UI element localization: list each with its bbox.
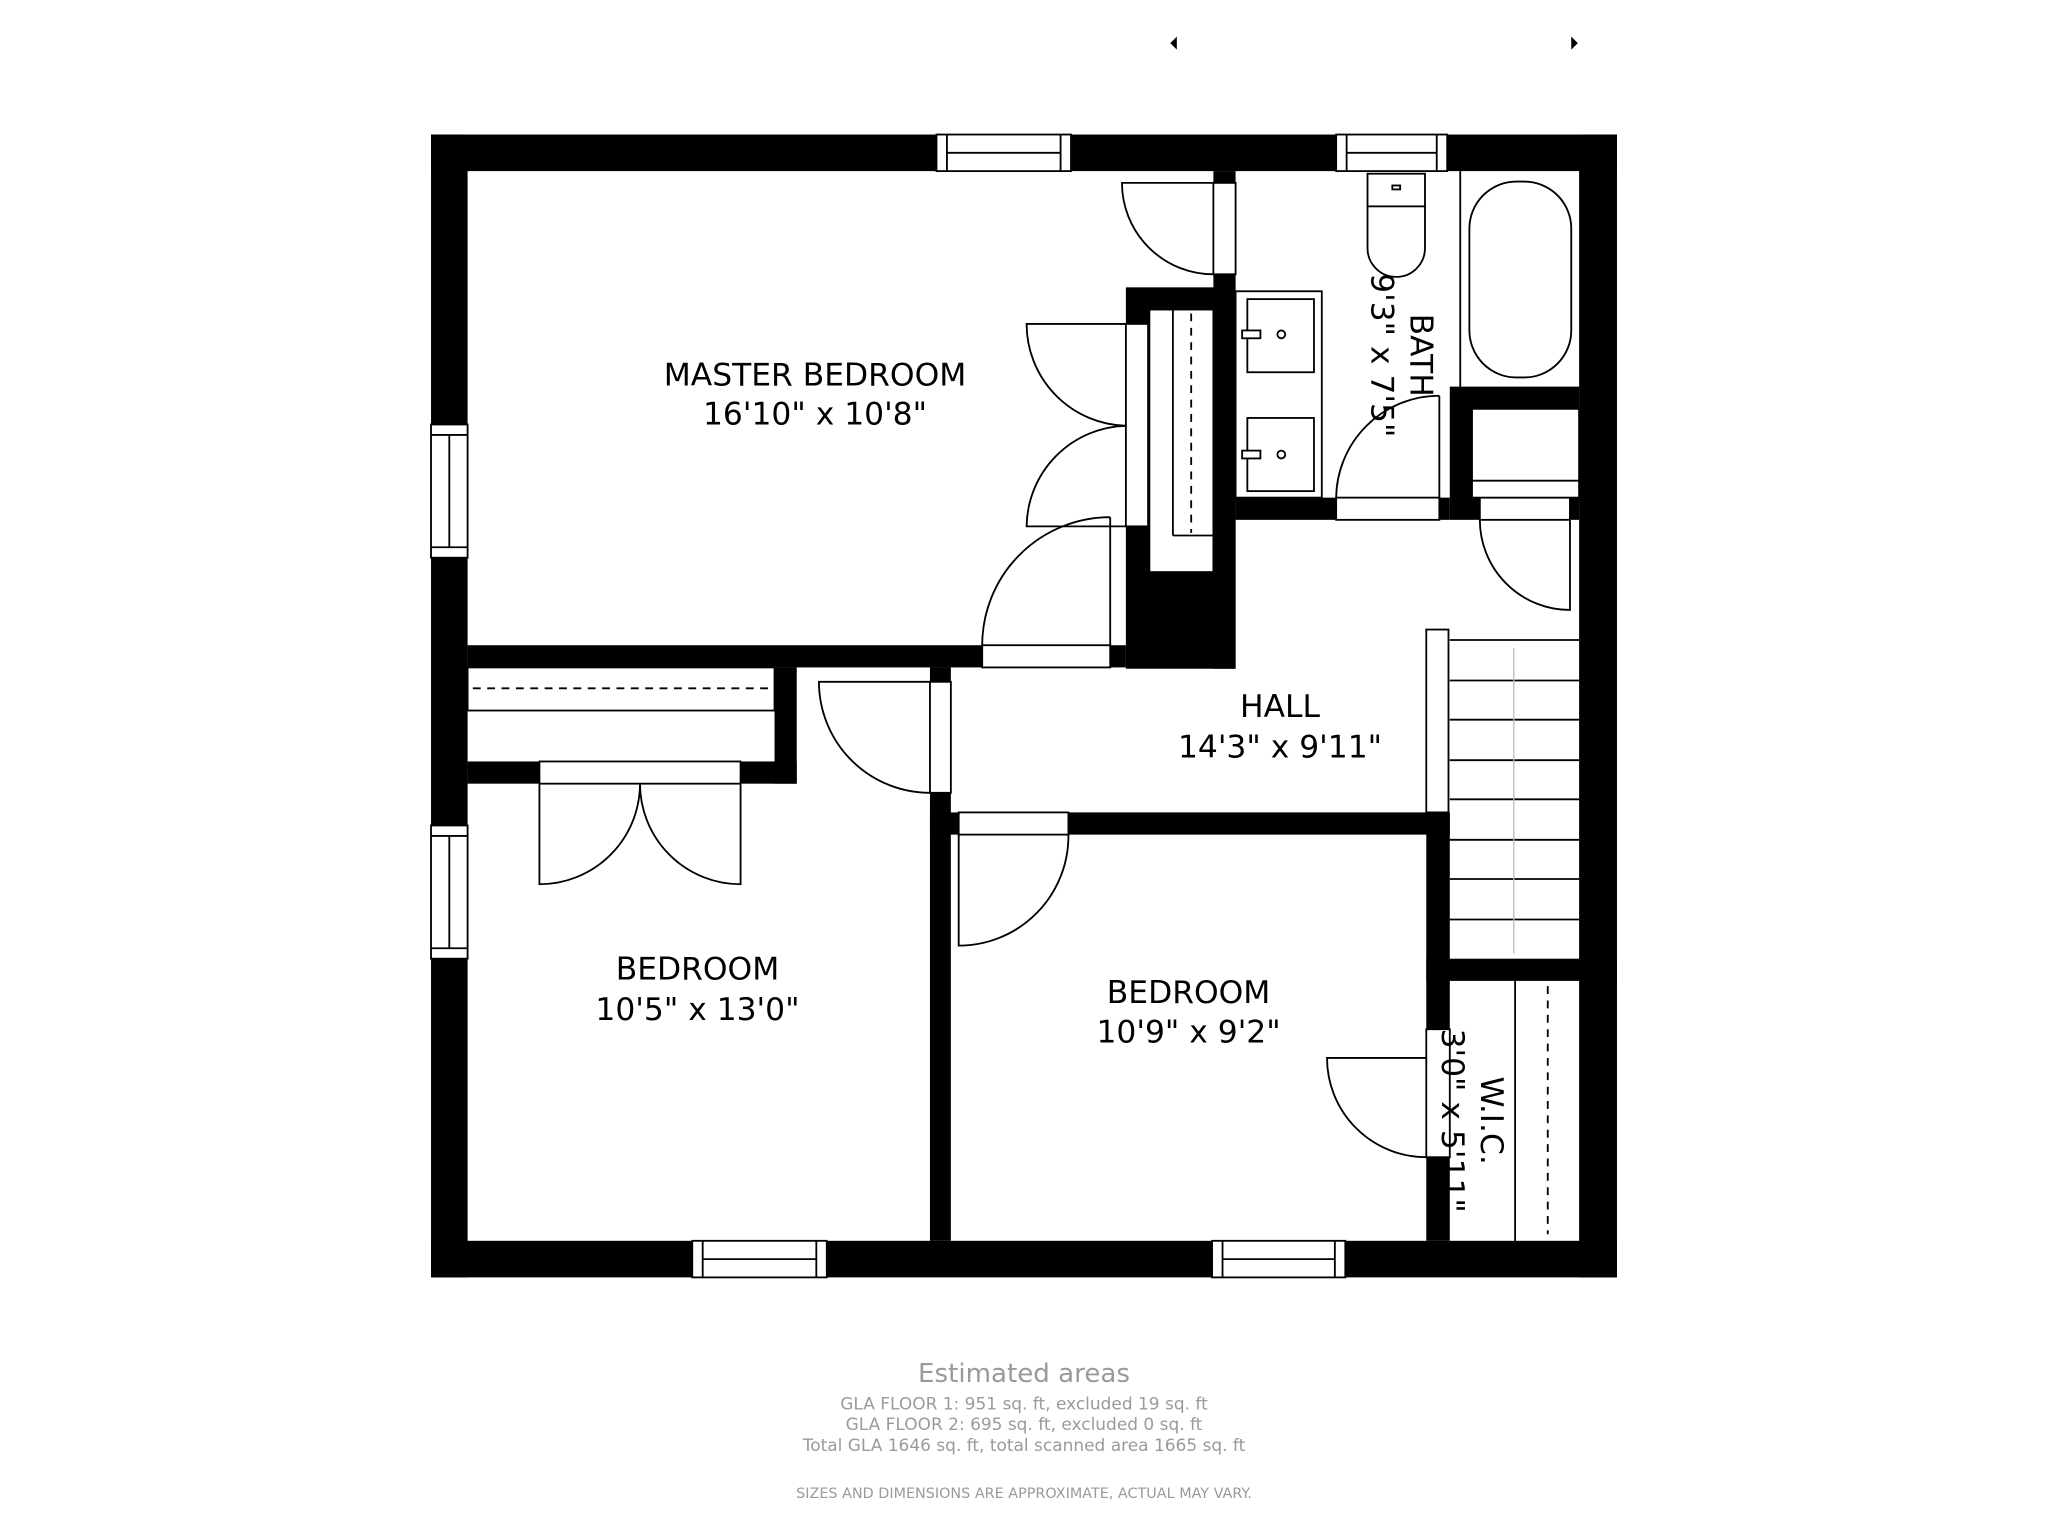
bathtub	[1468, 180, 1573, 379]
footer-line: GLA FLOOR 1: 951 sq. ft, excluded 19 sq.…	[840, 1394, 1208, 1414]
marker-right	[1571, 36, 1578, 50]
room-name-bedroom-left: BEDROOM	[616, 952, 780, 988]
doors	[538, 181, 1571, 1159]
room-dims-bedroom-right: 10'9" x 9'2"	[1096, 1014, 1280, 1050]
footer-line: GLA FLOOR 2: 695 sq. ft, excluded 0 sq. …	[846, 1415, 1203, 1435]
stairs	[1425, 628, 1580, 954]
room-dims-wic: 3'0" x 5'11"	[1434, 1029, 1470, 1213]
footer-disclaimer: SIZES AND DIMENSIONS ARE APPROXIMATE, AC…	[796, 1486, 1252, 1502]
footer-title: Estimated areas	[918, 1359, 1130, 1389]
room-name-wic: W.I.C.	[1473, 1076, 1509, 1164]
room-name-hall: HALL	[1240, 689, 1320, 725]
openings	[430, 133, 1581, 1279]
room-name-bath: BATH	[1403, 314, 1439, 397]
room-name-bedroom-right: BEDROOM	[1107, 975, 1271, 1011]
room-dims-bedroom-left: 10'5" x 13'0"	[595, 992, 799, 1028]
footer-line: Total GLA 1646 sq. ft, total scanned are…	[802, 1436, 1246, 1456]
room-name-master-bedroom: MASTER BEDROOM	[664, 357, 967, 393]
fixtures	[1234, 171, 1580, 1241]
room-dims-hall: 14'3" x 9'11"	[1178, 730, 1382, 766]
room-dims-bath: 9'3" x 7'5"	[1363, 273, 1399, 437]
room-dims-master-bedroom: 16'10" x 10'8"	[703, 396, 927, 432]
area-summary: Estimated areas GLA FLOOR 1: 951 sq. ft,…	[796, 1359, 1252, 1502]
marker-left	[1170, 36, 1177, 50]
toilet-bowl	[1366, 206, 1426, 278]
room-labels: MASTER BEDROOM 16'10" x 10'8" HALL 14'3"…	[595, 273, 1509, 1213]
